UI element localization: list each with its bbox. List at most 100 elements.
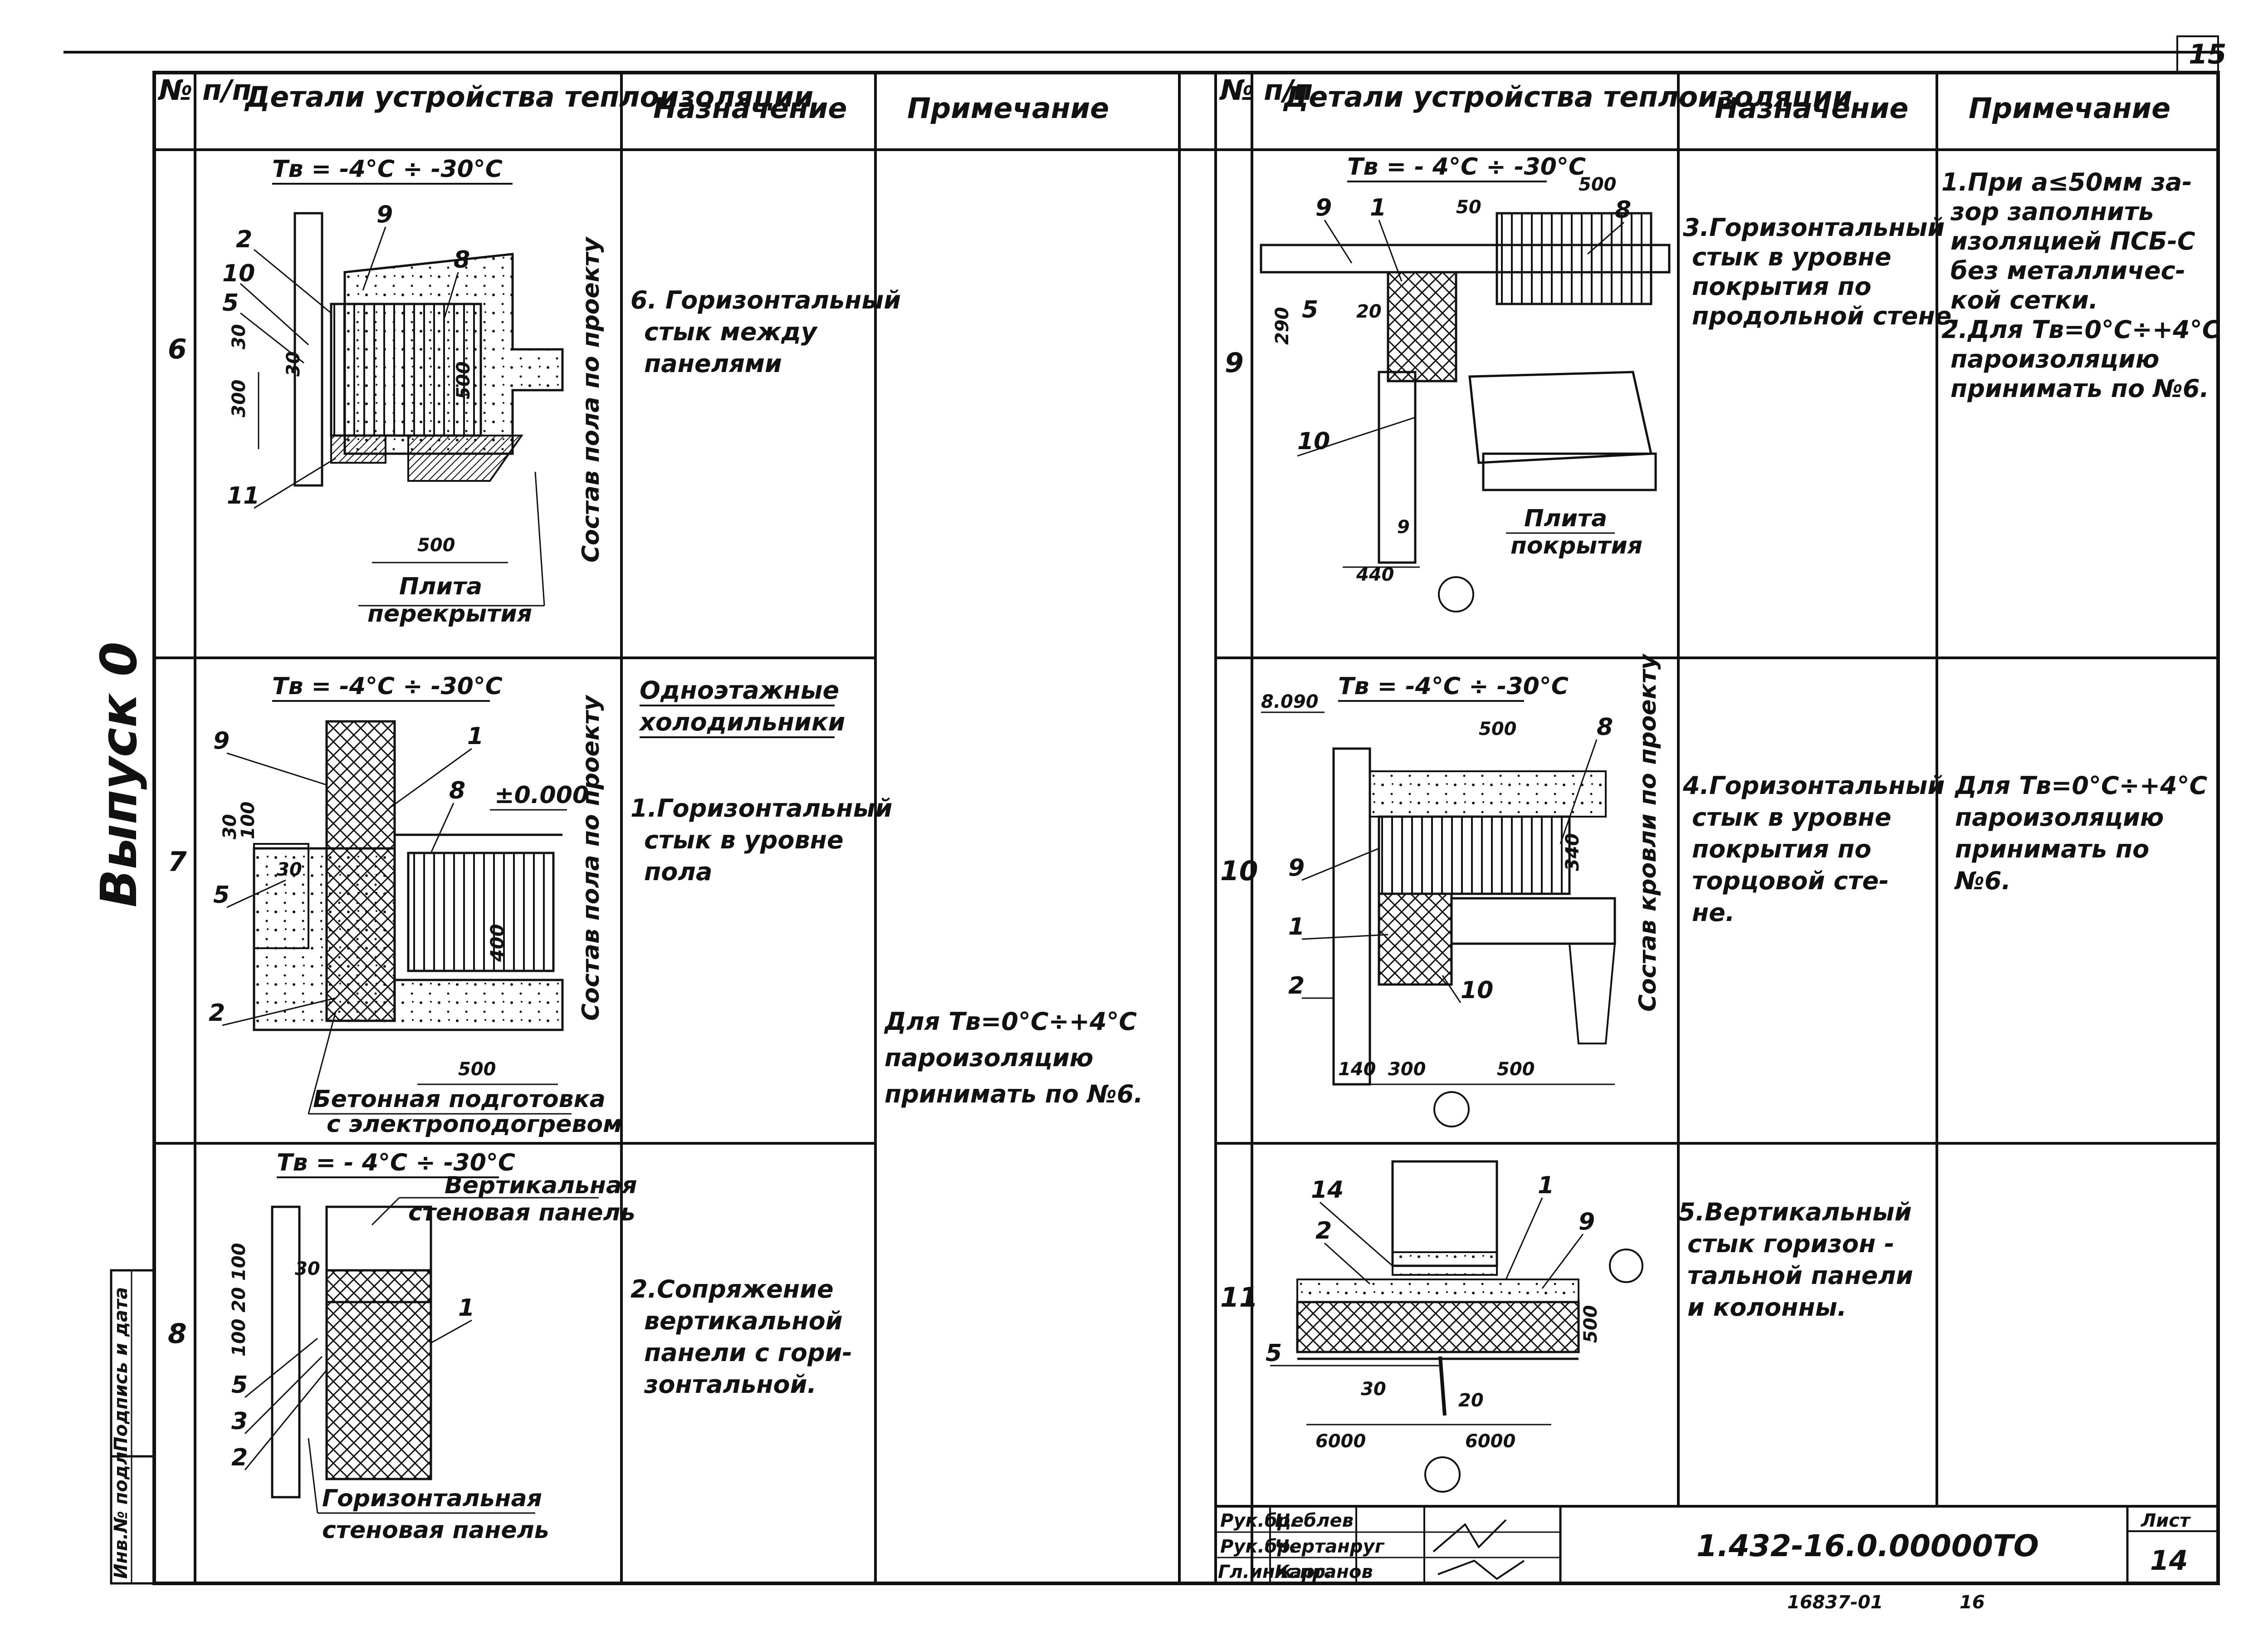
- svg-text:30: 30: [283, 351, 304, 377]
- svg-text:9: 9: [1315, 194, 1332, 221]
- svg-text:30: 30: [295, 1259, 320, 1279]
- svg-text:2: 2: [1315, 1217, 1332, 1244]
- drawing-7: Тв = -4°С ÷ -30°С 9 1 8 ±0.000 5 2 30 30…: [209, 673, 622, 1138]
- svg-text:2: 2: [209, 999, 225, 1027]
- svg-text:8: 8: [449, 777, 465, 804]
- drawing-6: Тв = -4°С ÷ -30°С 2 9 8 10 5 11 30 30 30…: [222, 156, 605, 627]
- tb-bottom-code: 16837-01: [1787, 1592, 1883, 1613]
- lt-hdr-note: Примечание: [907, 92, 1109, 125]
- svg-text:5: 5: [222, 289, 239, 317]
- svg-text:9: 9: [213, 727, 230, 754]
- svg-text:30: 30: [220, 814, 240, 839]
- svg-text:не.: не.: [1692, 898, 1735, 927]
- svg-text:принимать по: принимать по: [1955, 835, 2149, 863]
- svg-text:Тв = -4°С ÷ -30°С: Тв = -4°С ÷ -30°С: [272, 673, 503, 700]
- svg-text:пароизоляцию: пароизоляцию: [885, 1043, 1093, 1072]
- tb-name-3: Карганов: [1275, 1562, 1373, 1582]
- svg-text:6000: 6000: [1465, 1431, 1515, 1452]
- lt-purpose-7: 1.Горизонтальный стык в уровне пола: [631, 794, 892, 886]
- svg-text:11: 11: [227, 482, 259, 509]
- rt-hdr-purpose: Назначение: [1715, 92, 1908, 125]
- svg-text:пола: пола: [644, 857, 712, 886]
- rt-note-9: 1.При а≤50мм за- зор заполнить изоляцией…: [1941, 168, 2220, 403]
- svg-text:Для Тв=0°С÷+4°С: Для Тв=0°С÷+4°С: [884, 1007, 1137, 1036]
- svg-text:зонтальной.: зонтальной.: [644, 1370, 816, 1399]
- svg-text:1.При а≤50мм за-: 1.При а≤50мм за-: [1941, 168, 2192, 196]
- svg-text:пароизоляцию: пароизоляцию: [1955, 803, 2164, 832]
- svg-text:Тв = - 4°С ÷ -30°С: Тв = - 4°С ÷ -30°С: [277, 1149, 515, 1176]
- svg-text:зор заполнить: зор заполнить: [1950, 197, 2154, 226]
- svg-text:Тв = -4°С ÷ -30°С: Тв = -4°С ÷ -30°С: [272, 156, 503, 183]
- rt-row-no-11: 11: [1220, 1282, 1258, 1313]
- svg-text:500: 500: [1497, 1059, 1535, 1080]
- rt-purpose-9: 3.Горизонтальный стык в уровне покрытия …: [1683, 213, 1961, 330]
- svg-text:440: 440: [1356, 564, 1394, 585]
- rt-row-no-10: 10: [1220, 855, 1258, 887]
- svg-text:Бетонная подготовка: Бетонная подготовка: [313, 1086, 606, 1113]
- svg-text:Вертикальная: Вертикальная: [445, 1172, 637, 1199]
- svg-text:500: 500: [1479, 719, 1517, 740]
- svg-text:±0.000: ±0.000: [494, 782, 589, 809]
- svg-text:стык в уровне: стык в уровне: [1692, 243, 1892, 271]
- svg-text:500: 500: [453, 362, 474, 400]
- svg-text:покрытия по: покрытия по: [1692, 835, 1872, 863]
- svg-text:340: 340: [1562, 833, 1583, 872]
- svg-text:изоляцией ПСБ-С: изоляцией ПСБ-С: [1950, 227, 2195, 255]
- svg-text:принимать по №6.: принимать по №6.: [885, 1080, 1143, 1108]
- svg-text:4.Горизонтальный: 4.Горизонтальный: [1682, 771, 1945, 800]
- svg-text:перекрытия: перекрытия: [367, 600, 532, 627]
- svg-text:холодильники: холодильники: [638, 708, 845, 736]
- svg-text:3: 3: [231, 1408, 248, 1435]
- svg-text:6. Горизонтальный: 6. Горизонтальный: [631, 286, 901, 314]
- svg-text:стык в уровне: стык в уровне: [644, 826, 844, 854]
- svg-text:стык горизон -: стык горизон -: [1687, 1230, 1894, 1258]
- svg-text:50: 50: [1456, 197, 1481, 218]
- svg-text:5: 5: [213, 882, 230, 909]
- svg-text:вертикальной: вертикальной: [644, 1307, 843, 1335]
- lt-row-no-7: 7: [168, 846, 187, 878]
- svg-text:пароизоляцию: пароизоляцию: [1950, 345, 2159, 373]
- svg-text:5: 5: [1266, 1340, 1282, 1367]
- svg-text:500: 500: [417, 535, 455, 556]
- svg-text:стык между: стык между: [644, 318, 818, 346]
- svg-text:14: 14: [1311, 1176, 1344, 1204]
- drawing-11: 14 2 1 9 5 500 30 20 6000 6000: [1266, 1160, 1643, 1493]
- svg-text:панелями: панелями: [644, 349, 782, 378]
- rt-hdr-details: Детали устройства теплоизоляции: [1283, 80, 1852, 113]
- svg-text:100 20 100: 100 20 100: [229, 1243, 249, 1357]
- svg-text:покрытия: покрытия: [1510, 532, 1642, 559]
- svg-text:30: 30: [1361, 1379, 1386, 1400]
- rt-purpose-11: 5.Вертикальный стык горизон - тальной па…: [1678, 1198, 1913, 1322]
- svg-text:20: 20: [1458, 1390, 1484, 1411]
- rt-note-10: Для Тв=0°С÷+4°С пароизоляцию принимать п…: [1954, 771, 2208, 895]
- lt-section-7: Одноэтажные холодильники: [638, 676, 845, 738]
- svg-text:тальной панели: тальной панели: [1687, 1261, 1913, 1290]
- lt-purpose-8: 2.Сопряжение вертикальной панели с гори-…: [631, 1275, 852, 1399]
- tb-name-1: Цеблев: [1275, 1510, 1354, 1531]
- svg-text:2: 2: [236, 226, 252, 253]
- svg-text:5.Вертикальный: 5.Вертикальный: [1678, 1198, 1911, 1226]
- tb-role-1: Рук.бр.: [1220, 1510, 1297, 1531]
- side-stamp-sign: Подпись и дата: [111, 1287, 132, 1452]
- svg-text:9: 9: [1579, 1208, 1595, 1235]
- tb-sheet-no: 14: [2150, 1545, 2188, 1577]
- lt-row-no-8: 8: [168, 1318, 187, 1350]
- svg-text:1: 1: [1370, 194, 1386, 221]
- svg-text:300: 300: [1388, 1059, 1426, 1080]
- svg-text:30: 30: [229, 324, 249, 349]
- svg-text:8: 8: [1597, 714, 1613, 741]
- svg-text:2: 2: [231, 1444, 248, 1471]
- svg-text:стеновая панель: стеновая панель: [408, 1199, 635, 1226]
- side-stamp: [110, 1269, 156, 1585]
- tb-role-2: Рук.бр.: [1220, 1536, 1297, 1557]
- svg-text:Одноэтажные: Одноэтажные: [640, 676, 839, 705]
- svg-text:Плита: Плита: [399, 573, 482, 600]
- drawing-8: Тв = - 4°С ÷ -30°С Вертикальная стеновая…: [229, 1149, 637, 1544]
- svg-text:8: 8: [454, 246, 470, 274]
- rt-purpose-10: 4.Горизонтальный стык в уровне покрытия …: [1682, 771, 1945, 927]
- rt-hdr-note: Примечание: [1969, 92, 2170, 125]
- issue-label: Выпуск 0: [90, 642, 148, 907]
- lt-hdr-details: Детали устройства теплоизоляции: [244, 80, 813, 113]
- svg-text:1: 1: [1288, 913, 1305, 941]
